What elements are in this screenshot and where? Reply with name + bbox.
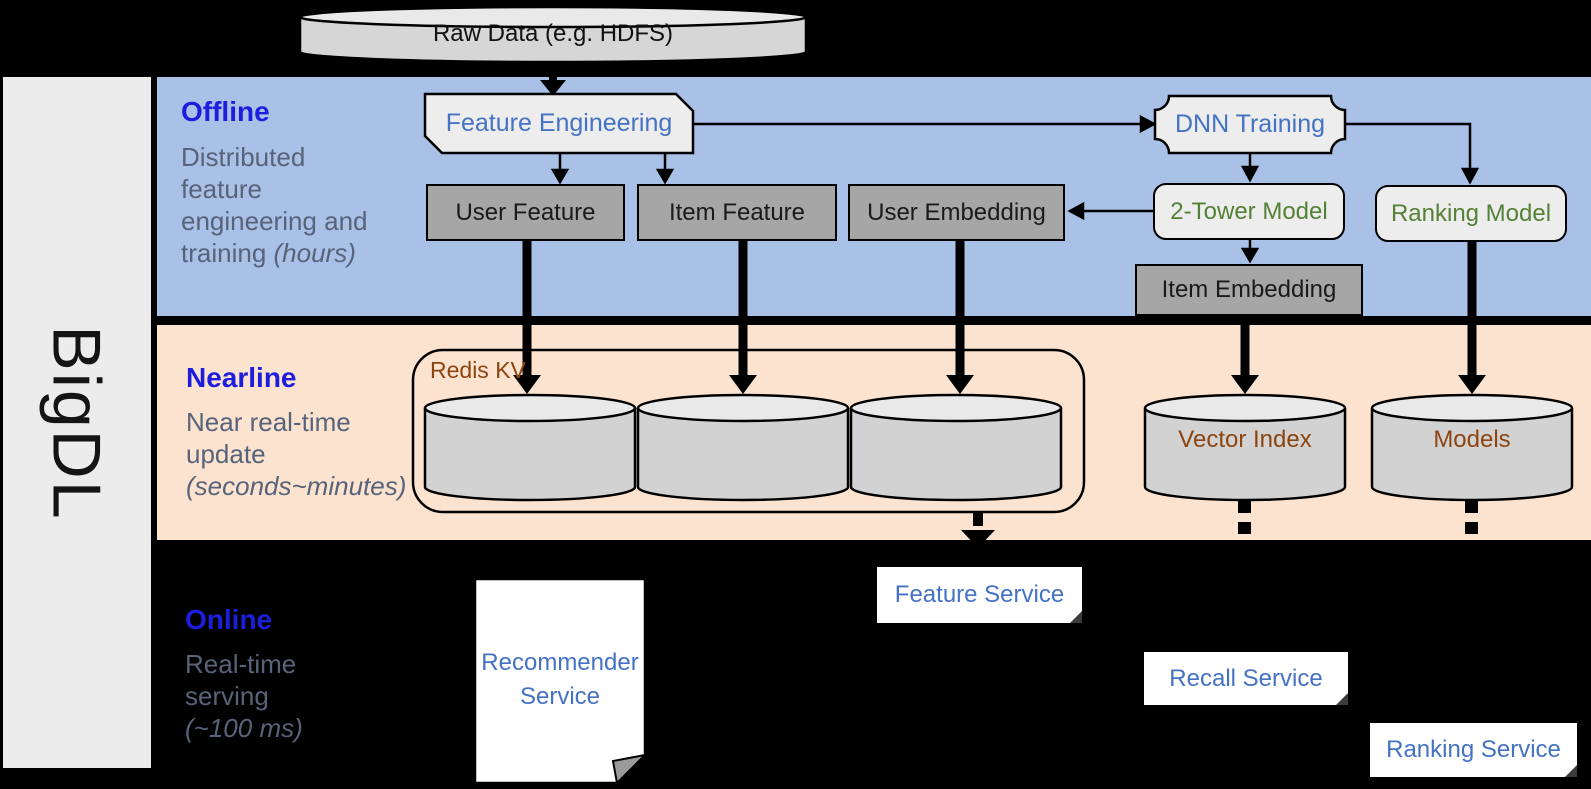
dashed-arrow-redis-to-feature-service bbox=[961, 513, 995, 548]
feature-engineering-node: Feature Engineering bbox=[445, 109, 673, 138]
redis-kv-label: Redis KV bbox=[430, 356, 526, 383]
ranking-model-node: Ranking Model bbox=[1375, 185, 1567, 242]
item-embedding-node: Item Embedding bbox=[1135, 264, 1363, 316]
arrow-item-feature-to-redis bbox=[729, 241, 757, 394]
nearline-title: Nearline bbox=[186, 362, 297, 393]
redis-cylinder-1 bbox=[423, 393, 637, 502]
feature-engineering-shape bbox=[423, 92, 695, 155]
ranking-service-shape bbox=[1370, 723, 1577, 777]
arrow-two-tower-to-user-embedding bbox=[1067, 201, 1153, 221]
arrow-item-embedding-to-vector-index bbox=[1231, 316, 1259, 394]
bigdl-sidebar: BigDL bbox=[3, 77, 151, 768]
arrow-user-embedding-to-redis bbox=[946, 241, 974, 394]
arrow-fe-to-dnn-training bbox=[693, 114, 1157, 134]
online-description: Real-time serving (~100 ms) bbox=[185, 649, 303, 743]
feature-service-shape bbox=[877, 567, 1082, 623]
two-tower-model-node: 2-Tower Model bbox=[1153, 183, 1345, 240]
dashed-line-vector-index bbox=[1238, 501, 1251, 534]
nearline-description: Near real-time update (seconds~minutes) bbox=[186, 407, 407, 501]
models-label: Models bbox=[1433, 426, 1511, 454]
recall-service-label: Recall Service bbox=[1169, 664, 1323, 692]
offline-title: Offline bbox=[181, 96, 270, 127]
vector-index-cylinder bbox=[1143, 393, 1347, 502]
arrow-dnn-to-ranking-model bbox=[1345, 122, 1480, 185]
ranking-service-label: Ranking Service bbox=[1386, 736, 1561, 764]
offline-description: Distributed feature engineering and trai… bbox=[181, 142, 368, 268]
band-separator bbox=[157, 316, 1591, 325]
arrow-two-tower-to-item-embedding bbox=[1240, 240, 1260, 264]
arrow-user-feature-to-redis bbox=[513, 241, 541, 394]
recall-service-shape bbox=[1144, 652, 1348, 705]
models-cylinder bbox=[1370, 393, 1574, 502]
arrow-fe-to-user-feature bbox=[550, 153, 570, 185]
item-feature-node: Item Feature bbox=[637, 184, 837, 241]
online-title: Online bbox=[185, 604, 273, 635]
redis-cylinder-3 bbox=[849, 393, 1063, 502]
arrow-dnn-to-two-tower bbox=[1240, 153, 1260, 183]
raw-data-label: Raw Data (e.g. HDFS) bbox=[432, 20, 674, 48]
feature-service-label: Feature Service bbox=[894, 581, 1065, 609]
recommender-service-doc bbox=[473, 577, 648, 786]
dnn-training-shape bbox=[1153, 94, 1347, 155]
raw-data-cylinder bbox=[298, 5, 808, 64]
recommender-service-label: Recommender Service bbox=[481, 649, 639, 710]
arrow-rawdata-to-fe bbox=[540, 63, 566, 96]
user-feature-node: User Feature bbox=[426, 184, 625, 241]
dashed-line-models bbox=[1465, 501, 1478, 534]
user-embedding-node: User Embedding bbox=[848, 184, 1065, 241]
redis-kv-container bbox=[411, 348, 1086, 514]
redis-cylinder-2 bbox=[636, 393, 850, 502]
vector-index-label: Vector Index bbox=[1178, 426, 1312, 454]
arrow-ranking-model-to-models bbox=[1458, 242, 1486, 394]
dnn-training-node: DNN Training bbox=[1174, 110, 1326, 139]
arrow-fe-to-item-feature bbox=[655, 153, 675, 185]
